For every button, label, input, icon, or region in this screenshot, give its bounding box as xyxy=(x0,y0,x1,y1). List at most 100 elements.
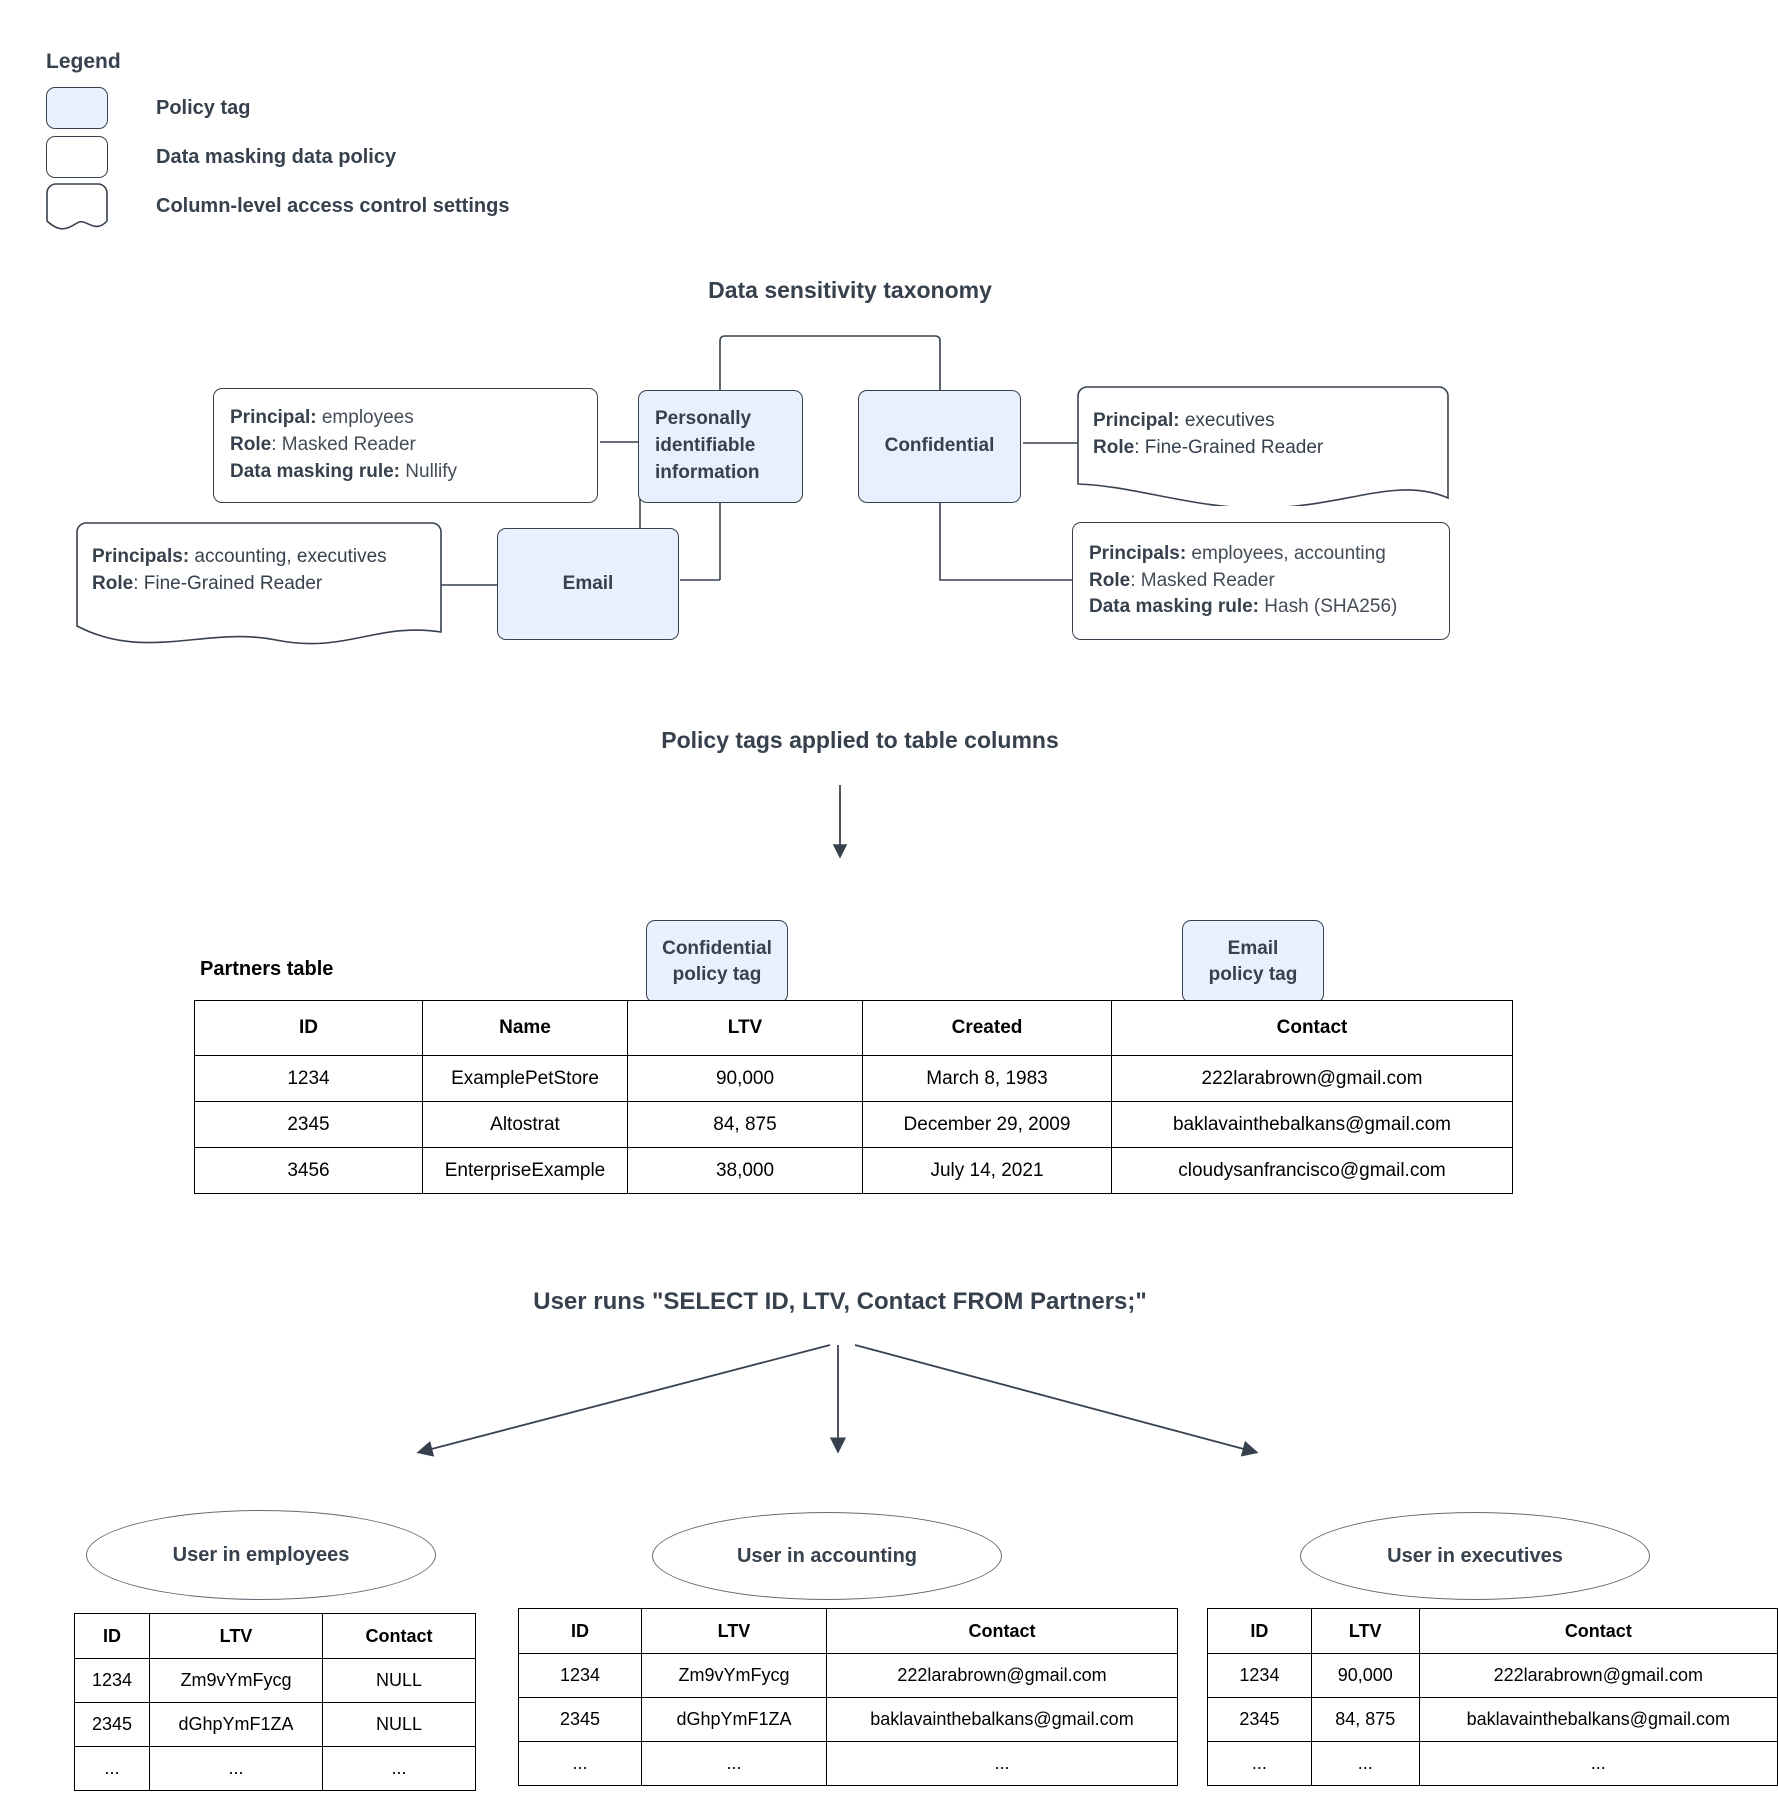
cell-contact: baklavainthebalkans@gmail.com xyxy=(1111,1101,1513,1148)
result-table-employees: ID LTV Contact 1234 Zm9vYmFycg NULL 2345… xyxy=(74,1613,476,1791)
column-access-control-confidential[interactable]: Principal: executives Role: Fine-Grained… xyxy=(1077,386,1449,506)
email-policy-tag-callout[interactable]: Email policy tag xyxy=(1182,920,1324,1003)
cell-ltv: ... xyxy=(149,1746,323,1791)
role-ellipse-employees[interactable]: User in employees xyxy=(86,1510,436,1600)
role-ellipse-label: User in executives xyxy=(1387,1544,1563,1567)
role-label: Role xyxy=(1093,436,1135,458)
confidential-policy-tag-callout[interactable]: Confidential policy tag xyxy=(646,920,788,1003)
legend: Legend Policy tag Data masking data poli… xyxy=(46,50,686,231)
legend-item-data-masking-policy: Data masking data policy xyxy=(46,133,686,181)
cell-id: 1234 xyxy=(1207,1653,1312,1698)
cell-name: EnterpriseExample xyxy=(422,1147,628,1194)
tag-callout-line1: Email xyxy=(1227,937,1279,959)
column-header-contact: Contact xyxy=(1418,1608,1778,1654)
role-ellipse-executives[interactable]: User in executives xyxy=(1300,1512,1650,1600)
column-header-contact: Contact xyxy=(322,1613,476,1659)
column-header-ltv: LTV xyxy=(641,1608,827,1654)
cell-id: ... xyxy=(74,1746,150,1791)
table-row: 2345 84, 875 baklavainthebalkans@gmail.c… xyxy=(1207,1697,1778,1742)
principal-label: Principal: xyxy=(1093,410,1180,431)
cell-id: ... xyxy=(1207,1741,1312,1786)
role-ellipse-label: User in employees xyxy=(172,1543,350,1566)
policy-tag-email[interactable]: Email xyxy=(497,528,679,640)
tag-callout-line2: policy tag xyxy=(1208,963,1298,985)
result-table-accounting: ID LTV Contact 1234 Zm9vYmFycg 222larabr… xyxy=(518,1608,1178,1786)
cell-ltv: dGhpYmF1ZA xyxy=(149,1702,323,1747)
cell-contact: cloudysanfrancisco@gmail.com xyxy=(1111,1147,1513,1194)
cell-created: July 14, 2021 xyxy=(862,1147,1112,1194)
cell-contact: ... xyxy=(826,1741,1178,1786)
role-label: Role xyxy=(1089,569,1131,591)
table-row: 2345 Altostrat 84, 875 December 29, 2009… xyxy=(194,1101,1513,1148)
role-value: : Masked Reader xyxy=(1130,569,1275,591)
table-row: ... ... ... xyxy=(518,1741,1178,1786)
policy-line-principal: Principal: executives xyxy=(1093,408,1449,435)
column-header-ltv: LTV xyxy=(1310,1608,1420,1654)
column-header-id: ID xyxy=(74,1613,150,1659)
cell-created: December 29, 2009 xyxy=(862,1101,1112,1148)
role-label: Role xyxy=(92,572,134,594)
column-header-id: ID xyxy=(518,1608,642,1654)
data-masking-policy-pii[interactable]: Principal: employees Role: Masked Reader… xyxy=(213,388,598,503)
policy-tag-pii[interactable]: Personally identifiable information xyxy=(638,390,803,503)
result-table-executives: ID LTV Contact 1234 90,000 222larabrown@… xyxy=(1207,1608,1778,1786)
policy-line-principal: Principals: accounting, executives xyxy=(92,544,442,571)
cell-ltv: 84, 875 xyxy=(1310,1697,1420,1742)
principal-value: employees, accounting xyxy=(1186,542,1386,564)
column-header-name: Name xyxy=(422,1000,628,1056)
cell-ltv: 90,000 xyxy=(1310,1653,1420,1698)
cell-id: 2345 xyxy=(74,1702,150,1747)
cell-created: March 8, 1983 xyxy=(862,1055,1112,1102)
cell-ltv: 38,000 xyxy=(627,1147,863,1194)
table-row: 1234 90,000 222larabrown@gmail.com xyxy=(1207,1653,1778,1698)
role-value: : Fine-Grained Reader xyxy=(133,572,323,594)
legend-item-label: Column-level access control settings xyxy=(156,194,510,217)
principal-value: accounting, executives xyxy=(189,546,387,567)
table-header-row: ID Name LTV Created Contact xyxy=(194,1000,1513,1056)
cell-ltv: 84, 875 xyxy=(627,1101,863,1148)
data-masking-policy-confidential[interactable]: Principals: employees, accounting Role: … xyxy=(1072,522,1450,640)
role-ellipse-label: User in accounting xyxy=(736,1544,918,1567)
cell-ltv: Zm9vYmFycg xyxy=(149,1658,323,1703)
policy-line-rule: Data masking rule: Nullify xyxy=(230,459,597,486)
rule-value: Nullify xyxy=(400,460,458,482)
applied-section-title: Policy tags applied to table columns xyxy=(661,727,1059,753)
role-ellipse-accounting[interactable]: User in accounting xyxy=(652,1512,1002,1600)
cell-contact: ... xyxy=(322,1746,476,1791)
legend-item-label: Policy tag xyxy=(156,96,251,119)
data-masking-policy-swatch xyxy=(46,136,108,178)
cell-id: 3456 xyxy=(194,1147,423,1194)
table-header-row: ID LTV Contact xyxy=(1207,1608,1778,1654)
column-header-ltv: LTV xyxy=(149,1613,323,1659)
policy-tag-pii-label: Personally identifiable information xyxy=(655,408,760,483)
principal-value: employees xyxy=(316,407,414,429)
column-header-contact: Contact xyxy=(826,1608,1178,1654)
legend-item-policy-tag: Policy tag xyxy=(46,84,686,132)
column-access-control-email[interactable]: Principals: accounting, executives Role:… xyxy=(76,522,442,647)
partners-table: ID Name LTV Created Contact 1234 Example… xyxy=(194,1000,1513,1194)
principal-label: Principals: xyxy=(92,546,190,567)
cell-id: 2345 xyxy=(1207,1697,1312,1742)
cell-id: 1234 xyxy=(74,1658,150,1703)
rule-value: Hash (SHA256) xyxy=(1259,596,1398,618)
policy-line-principal: Principals: employees, accounting xyxy=(1089,541,1449,568)
cell-name: ExamplePetStore xyxy=(422,1055,628,1102)
cell-ltv: ... xyxy=(641,1741,827,1786)
tag-callout-line1: Confidential xyxy=(662,937,772,959)
rule-label: Data masking rule: xyxy=(1089,596,1259,618)
table-row: 1234 Zm9vYmFycg 222larabrown@gmail.com xyxy=(518,1653,1178,1698)
cell-contact: baklavainthebalkans@gmail.com xyxy=(1418,1697,1778,1742)
policy-line-role: Role: Masked Reader xyxy=(230,432,597,459)
table-header-row: ID LTV Contact xyxy=(74,1613,476,1659)
cell-id: 2345 xyxy=(518,1697,642,1742)
policy-tag-confidential[interactable]: Confidential xyxy=(858,390,1021,503)
principal-label: Principal: xyxy=(230,407,317,429)
role-value: : Fine-Grained Reader xyxy=(1134,436,1324,458)
tag-callout-line2: policy tag xyxy=(672,963,762,985)
legend-item-column-access-control: Column-level access control settings xyxy=(46,182,686,230)
partners-table-caption: Partners table xyxy=(200,958,334,980)
role-label: Role xyxy=(230,434,272,456)
cell-ltv: dGhpYmF1ZA xyxy=(641,1697,827,1742)
policy-tag-email-label: Email xyxy=(562,572,614,594)
cell-ltv: Zm9vYmFycg xyxy=(641,1653,827,1698)
